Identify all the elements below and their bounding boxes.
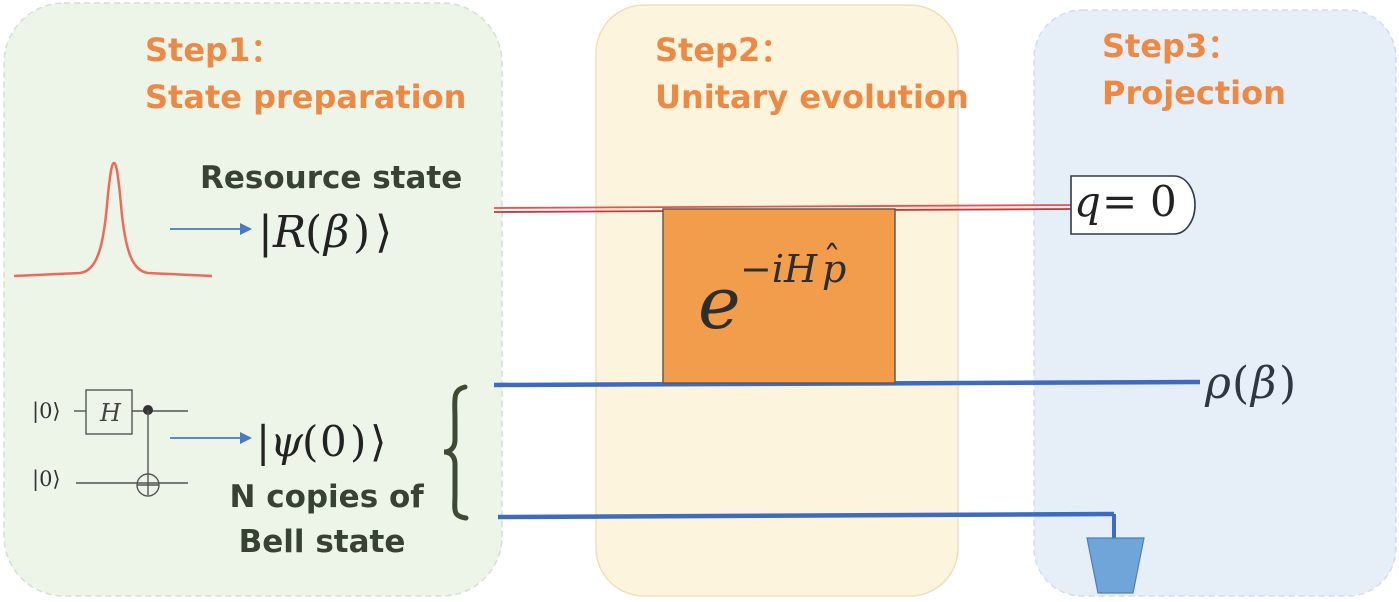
qubit-input-bottom: |0⟩ xyxy=(32,467,61,492)
step3-panel xyxy=(1033,9,1397,597)
resource-state-label: Resource state xyxy=(200,160,462,196)
unitary-base: e xyxy=(698,261,741,345)
system-wire-bottom xyxy=(497,511,1116,538)
ket-angle: ⟩ xyxy=(375,207,392,258)
bell-label-line2: Bell state xyxy=(239,524,406,560)
unitary-exponent: −iH xyxy=(740,247,818,291)
ket-open-paren: ( xyxy=(305,207,322,258)
projection-box xyxy=(1070,175,1196,235)
ket-value: 0 xyxy=(320,417,347,466)
projection-eq: = xyxy=(1102,177,1137,226)
ket-param: β xyxy=(322,207,349,258)
unitary-hat: ˆ xyxy=(823,240,841,281)
unitary-exponent-p: p xyxy=(822,247,846,291)
unitary-gate xyxy=(662,208,896,384)
step2-title-line1: Step2： xyxy=(655,31,792,69)
projection-condition: q = 0 xyxy=(1074,177,1177,226)
arrow-icon xyxy=(170,432,252,444)
curly-brace-icon xyxy=(443,384,469,521)
psi-ket: | ψ ( 0 ) ⟩ xyxy=(256,417,386,466)
bell-label-line1: N copies of xyxy=(229,479,424,515)
ket-bar: | xyxy=(256,417,270,466)
hadamard-gate xyxy=(85,389,133,435)
ket-close-paren: ) xyxy=(353,207,370,258)
detector-icon xyxy=(1086,537,1145,594)
hadamard-label: H xyxy=(99,399,122,427)
step3-title: Step3： Projection xyxy=(1102,27,1286,112)
gaussian-peak-icon xyxy=(13,161,213,278)
output-open-paren: ( xyxy=(1232,358,1249,409)
unitary-formula: e −iH p ˆ xyxy=(698,240,851,345)
step3-title-line2: Projection xyxy=(1102,74,1286,112)
step1-panel xyxy=(3,2,503,597)
step1-title: Step1： State preparation xyxy=(145,31,466,116)
projection-value: 0 xyxy=(1150,177,1177,226)
ket-symbol: ψ xyxy=(270,417,304,466)
output-state: ρ ( β ) xyxy=(1204,358,1296,409)
ket-symbol: R xyxy=(272,207,306,258)
cnot-circuit-icon: |0⟩ |0⟩ H xyxy=(32,389,188,497)
ket-angle: ⟩ xyxy=(370,417,386,466)
qubit-input-top: |0⟩ xyxy=(32,399,61,424)
step1-title-line2: State preparation xyxy=(145,78,466,116)
output-symbol: ρ xyxy=(1204,358,1231,409)
ket-open-paren: ( xyxy=(302,417,318,466)
resource-ket: | R ( β ) ⟩ xyxy=(258,207,392,258)
output-param: β xyxy=(1249,358,1276,409)
step1-title-line1: Step1： xyxy=(145,31,282,69)
ket-close-paren: ) xyxy=(350,417,366,466)
step3-title-line1: Step3： xyxy=(1102,27,1239,65)
output-close-paren: ) xyxy=(1279,358,1296,409)
ket-bar: | xyxy=(258,207,273,258)
projection-var: q xyxy=(1074,177,1101,226)
step2-title: Step2： Unitary evolution xyxy=(655,31,969,116)
bell-state-label: N copies of Bell state xyxy=(229,479,434,560)
arrow-icon xyxy=(170,223,252,235)
step2-title-line2: Unitary evolution xyxy=(655,78,969,116)
